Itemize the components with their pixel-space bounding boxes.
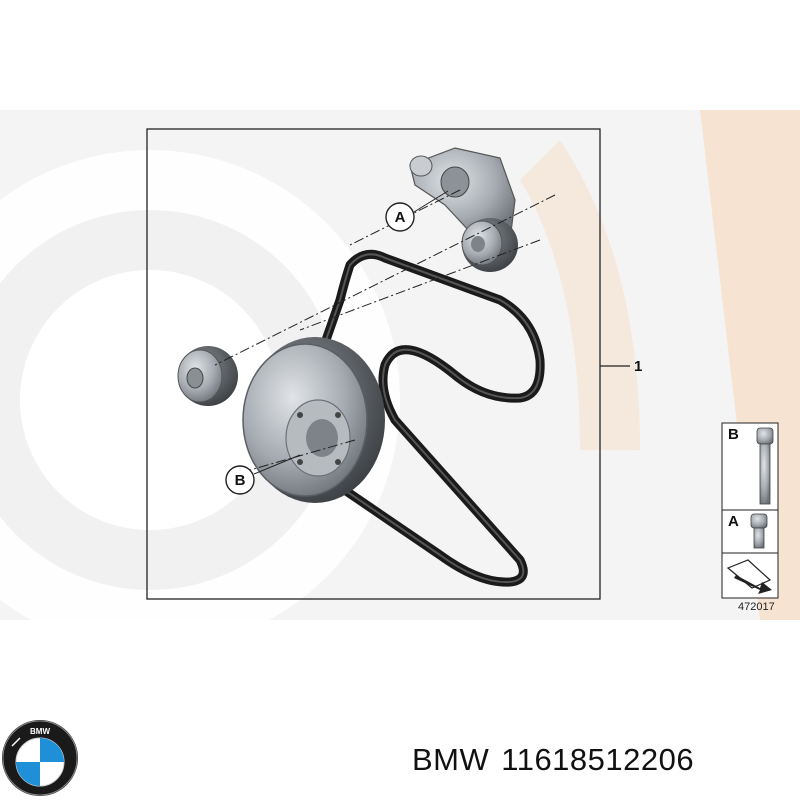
part-caption: BMW 11618512206: [412, 742, 706, 778]
long-bolt-icon: [756, 427, 774, 505]
callout-a-label: A: [395, 209, 406, 226]
legend-a-label: A: [728, 513, 739, 530]
bmw-logo-letters: BMW: [30, 727, 50, 736]
callout-b: B: [225, 454, 301, 495]
legend-box: B A: [721, 422, 779, 599]
callout-kit-label: 1: [634, 358, 642, 375]
part-number: 11618512206: [501, 742, 695, 777]
parts-set-symbol-icon: [726, 559, 772, 594]
crankshaft-pulley: [242, 337, 385, 503]
belt-tensioner: [409, 147, 518, 272]
watermark: [0, 110, 800, 650]
legend-b-label: B: [728, 426, 739, 443]
brand-name: BMW: [412, 742, 490, 777]
short-bolt-icon: [750, 513, 768, 549]
diagram-number: 472017: [738, 601, 775, 613]
diagram-frame: [146, 128, 601, 600]
idler-pulley: [177, 346, 238, 406]
bmw-logo-icon: BMW: [2, 720, 78, 796]
callout-kit: 1: [600, 358, 642, 375]
callout-a: A: [385, 190, 449, 232]
callout-b-label: B: [235, 472, 246, 489]
